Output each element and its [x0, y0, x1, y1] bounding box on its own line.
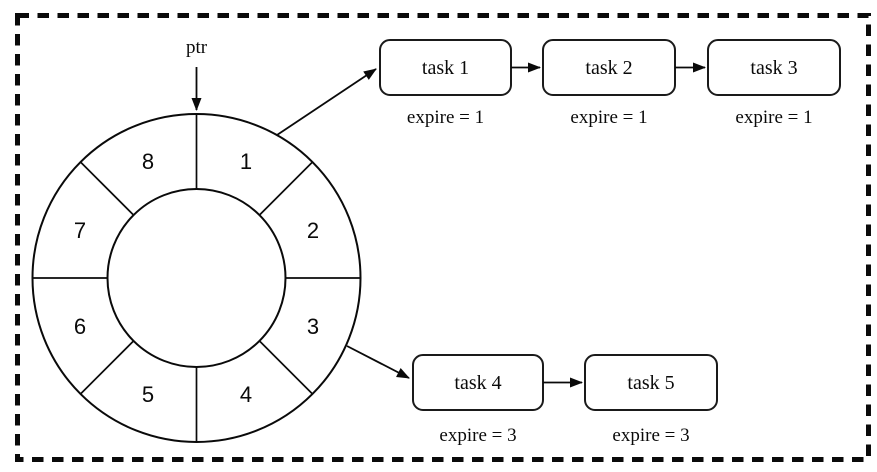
wheel-divider-135deg	[258, 340, 314, 395]
wheel-slot-label-7: 7	[74, 218, 86, 243]
wheel-slot-label-2: 2	[307, 218, 319, 243]
wheel-divider-315deg	[79, 161, 135, 216]
task2-expire-label: expire = 1	[570, 107, 647, 128]
wheel-slot-label-5: 5	[142, 382, 154, 407]
wheel-slot-label-3: 3	[307, 314, 319, 339]
arrow-slot3-to-task4	[346, 345, 410, 379]
wheel-slot-label-1: 1	[240, 149, 252, 174]
task3-expire-label: expire = 1	[735, 107, 812, 128]
wheel-slot-label-4: 4	[240, 382, 252, 407]
task1-expire-label: expire = 1	[407, 107, 484, 128]
task5-expire-label: expire = 3	[612, 425, 689, 446]
task3-box	[707, 39, 841, 96]
wheel-divider-225deg	[79, 340, 135, 395]
task5-box	[584, 354, 718, 411]
dashed-frame-border	[15, 13, 871, 462]
task1-label: task 1	[422, 57, 469, 79]
task3-label: task 3	[750, 57, 797, 79]
wheel-slot-label-6: 6	[74, 314, 86, 339]
task4-label: task 4	[454, 372, 501, 394]
wheel-slot-label-8: 8	[142, 149, 154, 174]
task-chain-slot-3: task 4 expire = 3 task 5 expire = 3	[346, 345, 718, 446]
wheel-divider-45deg	[258, 161, 314, 216]
pointer: ptr	[186, 37, 208, 111]
wheel-inner-circle	[106, 188, 287, 368]
task-chain-slot-1: task 1 expire = 1 task 2 expire = 1 task…	[276, 39, 841, 136]
task5-label: task 5	[627, 372, 674, 394]
task2-label: task 2	[585, 57, 632, 79]
pointer-label: ptr	[186, 37, 208, 58]
task4-expire-label: expire = 3	[439, 425, 516, 446]
arrow-slot1-to-task1	[276, 68, 377, 136]
timing-wheel: 1 2 3 4 5 6 7 8	[31, 113, 362, 443]
